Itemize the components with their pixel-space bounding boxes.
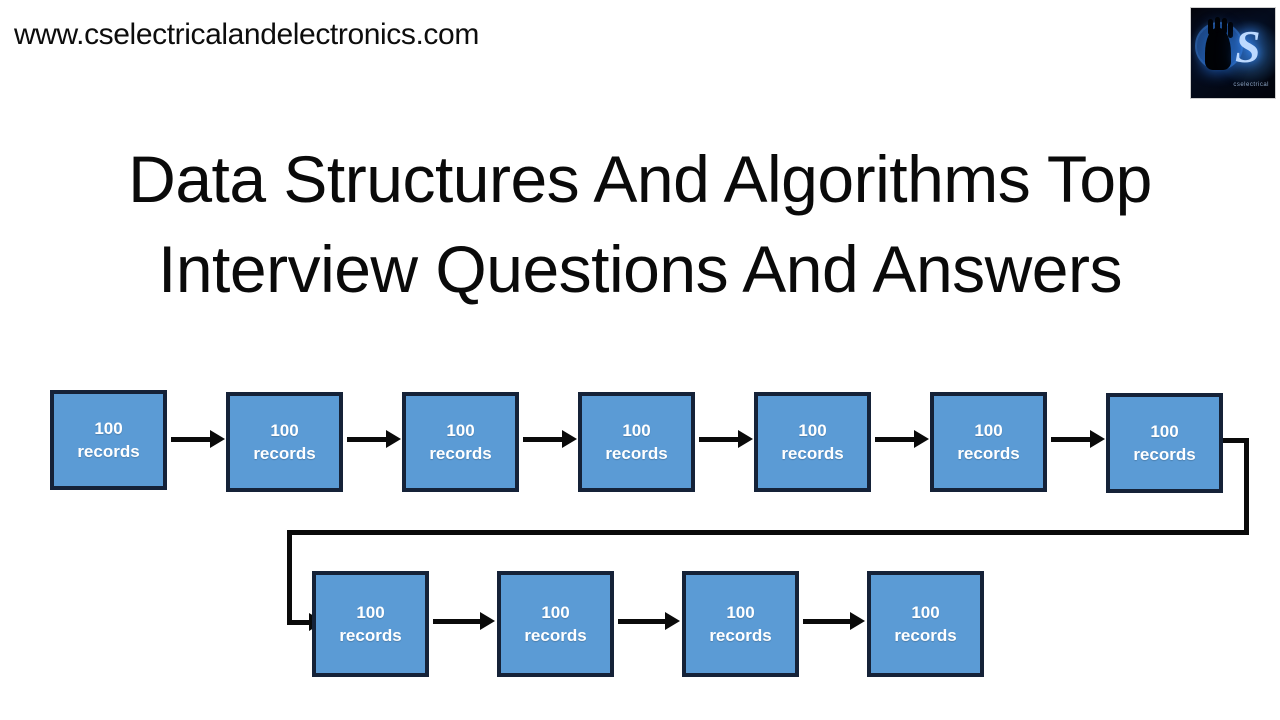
logo-hand-icon xyxy=(1205,19,1231,70)
node-unit: records xyxy=(894,626,957,645)
node-count: 100 xyxy=(798,421,827,440)
node-unit: records xyxy=(524,626,587,645)
node-row1-3: 100 records xyxy=(402,392,519,492)
arrow-row1-6-to-7 xyxy=(1051,430,1105,448)
wrap-connector-segment-right xyxy=(1223,438,1249,443)
node-row1-1: 100 records xyxy=(50,390,167,490)
logo-letter-s: S xyxy=(1235,21,1261,72)
arrow-row2-2-to-3 xyxy=(618,612,680,630)
node-unit: records xyxy=(339,626,402,645)
node-count: 100 xyxy=(726,603,755,622)
node-row2-3: 100 records xyxy=(682,571,799,677)
arrow-row1-3-to-4 xyxy=(523,430,577,448)
node-row2-4: 100 records xyxy=(867,571,984,677)
node-count: 100 xyxy=(356,603,385,622)
node-count: 100 xyxy=(94,419,123,438)
node-unit: records xyxy=(605,444,668,463)
node-unit: records xyxy=(253,444,316,463)
node-row2-2: 100 records xyxy=(497,571,614,677)
node-count: 100 xyxy=(446,421,475,440)
wrap-connector-segment-down-left xyxy=(287,530,292,623)
node-row1-2: 100 records xyxy=(226,392,343,492)
wrap-connector-segment-down-right xyxy=(1244,438,1249,535)
arrow-row2-3-to-4 xyxy=(803,612,865,630)
arrow-row1-4-to-5 xyxy=(699,430,753,448)
node-count: 100 xyxy=(622,421,651,440)
node-count: 100 xyxy=(974,421,1003,440)
node-unit: records xyxy=(77,442,140,461)
node-unit: records xyxy=(957,444,1020,463)
node-unit: records xyxy=(781,444,844,463)
page-title-line-2: Interview Questions And Answers xyxy=(158,232,1123,306)
arrow-row1-5-to-6 xyxy=(875,430,929,448)
page-title: Data Structures And Algorithms Top Inter… xyxy=(0,134,1280,314)
brand-logo: S cselectrical xyxy=(1190,7,1276,99)
node-row1-7: 100 records xyxy=(1106,393,1223,493)
node-count: 100 xyxy=(911,603,940,622)
node-row2-1: 100 records xyxy=(312,571,429,677)
arrow-row2-1-to-2 xyxy=(433,612,495,630)
arrow-row1-2-to-3 xyxy=(347,430,401,448)
site-url-text: www.cselectricalandelectronics.com xyxy=(14,18,479,51)
node-unit: records xyxy=(429,444,492,463)
logo-caption: cselectrical xyxy=(1233,82,1269,88)
node-row1-4: 100 records xyxy=(578,392,695,492)
node-unit: records xyxy=(1133,445,1196,464)
arrow-row1-1-to-2 xyxy=(171,430,225,448)
wrap-connector-segment-horizontal xyxy=(287,530,1249,535)
node-count: 100 xyxy=(541,603,570,622)
node-count: 100 xyxy=(1150,422,1179,441)
node-count: 100 xyxy=(270,421,299,440)
wrap-connector-segment-into-row2 xyxy=(287,620,309,625)
node-unit: records xyxy=(709,626,772,645)
page-title-line-1: Data Structures And Algorithms Top xyxy=(128,142,1152,216)
node-row1-6: 100 records xyxy=(930,392,1047,492)
node-row1-5: 100 records xyxy=(754,392,871,492)
